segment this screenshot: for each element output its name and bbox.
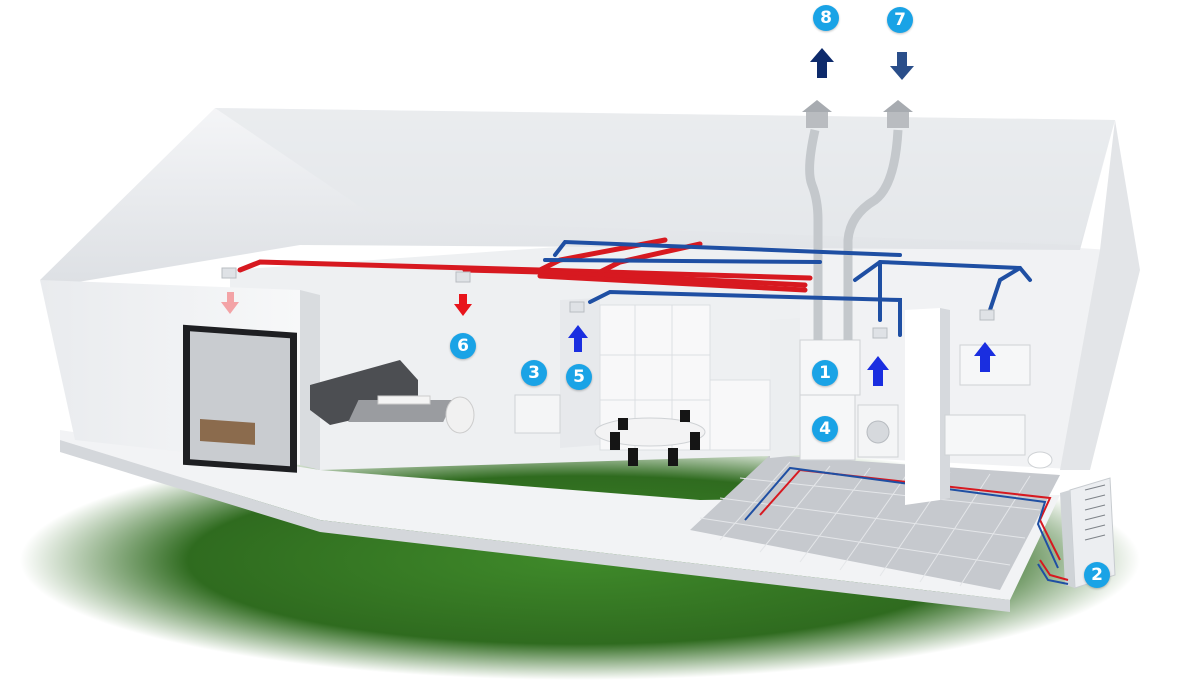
badge-8: 8 (813, 5, 839, 31)
down-arrow-icon (454, 294, 472, 316)
underfloor-supply-pipe (759, 468, 1061, 561)
badge-5: 5 (566, 364, 592, 390)
duct-exhaust (805, 129, 823, 280)
up-arrow-icon (974, 342, 996, 372)
coffee-table (377, 395, 431, 405)
front-wall-left-edge (300, 290, 320, 470)
down-arrow-icon (221, 292, 239, 314)
up-arrow-icon (810, 48, 834, 78)
heat-pump-grille (1084, 484, 1106, 541)
partition-bathroom (905, 308, 940, 505)
heat-pump-pipe-red (1039, 559, 1069, 581)
badge-3: 3 (521, 360, 547, 386)
badge-4: 4 (812, 416, 838, 442)
heat-pump-side (1060, 490, 1075, 588)
down-arrow-icon (890, 52, 914, 80)
badge-6: 6 (450, 333, 476, 359)
ceiling-diffusers (221, 267, 995, 339)
underfloor-return-pipe (744, 466, 1059, 569)
floor-slab (60, 430, 1060, 600)
window-glass (190, 331, 290, 467)
partition-bathroom-side (940, 308, 950, 500)
extract-ducts (543, 239, 1032, 337)
toilet (1027, 451, 1053, 469)
roof-caps (802, 100, 913, 128)
armchair (445, 396, 475, 434)
up-arrow-icon (568, 325, 588, 352)
badge-1: 1 (812, 360, 838, 386)
roof-gable-right (1060, 120, 1140, 470)
floor-slab-edge (60, 440, 1010, 612)
bathroom-mirror-cabinet (959, 344, 1031, 386)
washer-drum (866, 420, 890, 444)
bathroom-vanity (944, 414, 1026, 456)
rug (348, 400, 454, 422)
dining-chairs (610, 410, 700, 466)
radiator (514, 394, 561, 434)
badge-7: 7 (887, 7, 913, 33)
kitchen-base-cabinets (709, 379, 771, 451)
partition-technical (770, 318, 800, 458)
bed (200, 418, 255, 445)
cabinet-lines (600, 305, 710, 450)
badge-2: 2 (1084, 562, 1110, 588)
heat-pump-pipe-blue (1037, 563, 1069, 585)
duct-intake (843, 129, 903, 280)
up-arrow-icon (867, 356, 889, 386)
roof-inner (215, 108, 1115, 245)
